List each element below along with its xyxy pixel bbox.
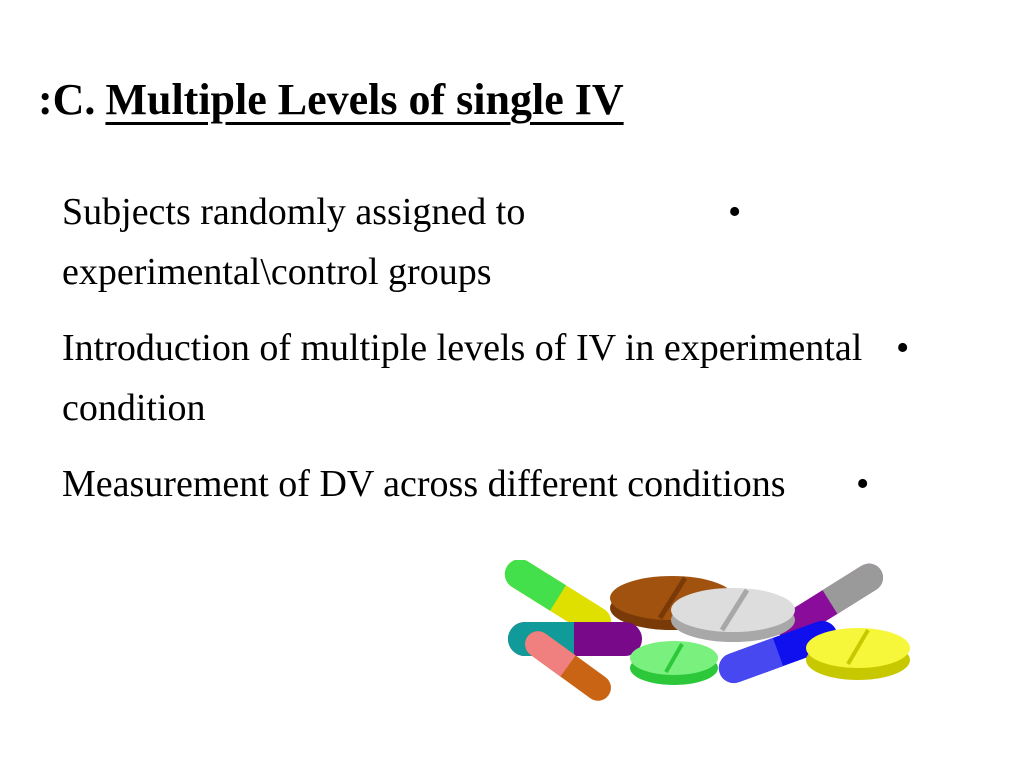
bullet-item: Introduction of multiple levels of IV in… [62, 318, 909, 439]
bullet-text: Subjects randomly assigned to experiment… [62, 191, 526, 293]
yellow-tablet-icon [806, 628, 910, 680]
bullet-dot: • [896, 327, 910, 369]
white-tablet-icon [671, 588, 795, 642]
green-yellow-capsule-icon [504, 560, 612, 637]
grey-purple-capsule-icon [776, 563, 884, 641]
bullet-item: Measurement of DV across different condi… [62, 454, 869, 575]
pills-and-capsules-icon [504, 560, 910, 701]
bullet-item: Subjects randomly assigned to experiment… [62, 182, 741, 303]
bullet-dot: • [728, 191, 742, 233]
title-prefix: :C. [38, 75, 96, 124]
bullet-text: Introduction of multiple levels of IV in… [62, 327, 863, 429]
title-main: Multiple Levels of single IV [105, 75, 624, 124]
bullet-dot: • [856, 463, 870, 505]
pink-orange-capsule-icon [525, 631, 611, 701]
bullet-list: Subjects randomly assigned to experiment… [62, 182, 962, 575]
bullet-text: Measurement of DV across different condi… [62, 463, 786, 505]
slide-title: :C.Multiple Levels of single IV [38, 70, 624, 130]
blue-capsule-icon [718, 620, 838, 684]
green-tablet-icon [630, 641, 718, 685]
